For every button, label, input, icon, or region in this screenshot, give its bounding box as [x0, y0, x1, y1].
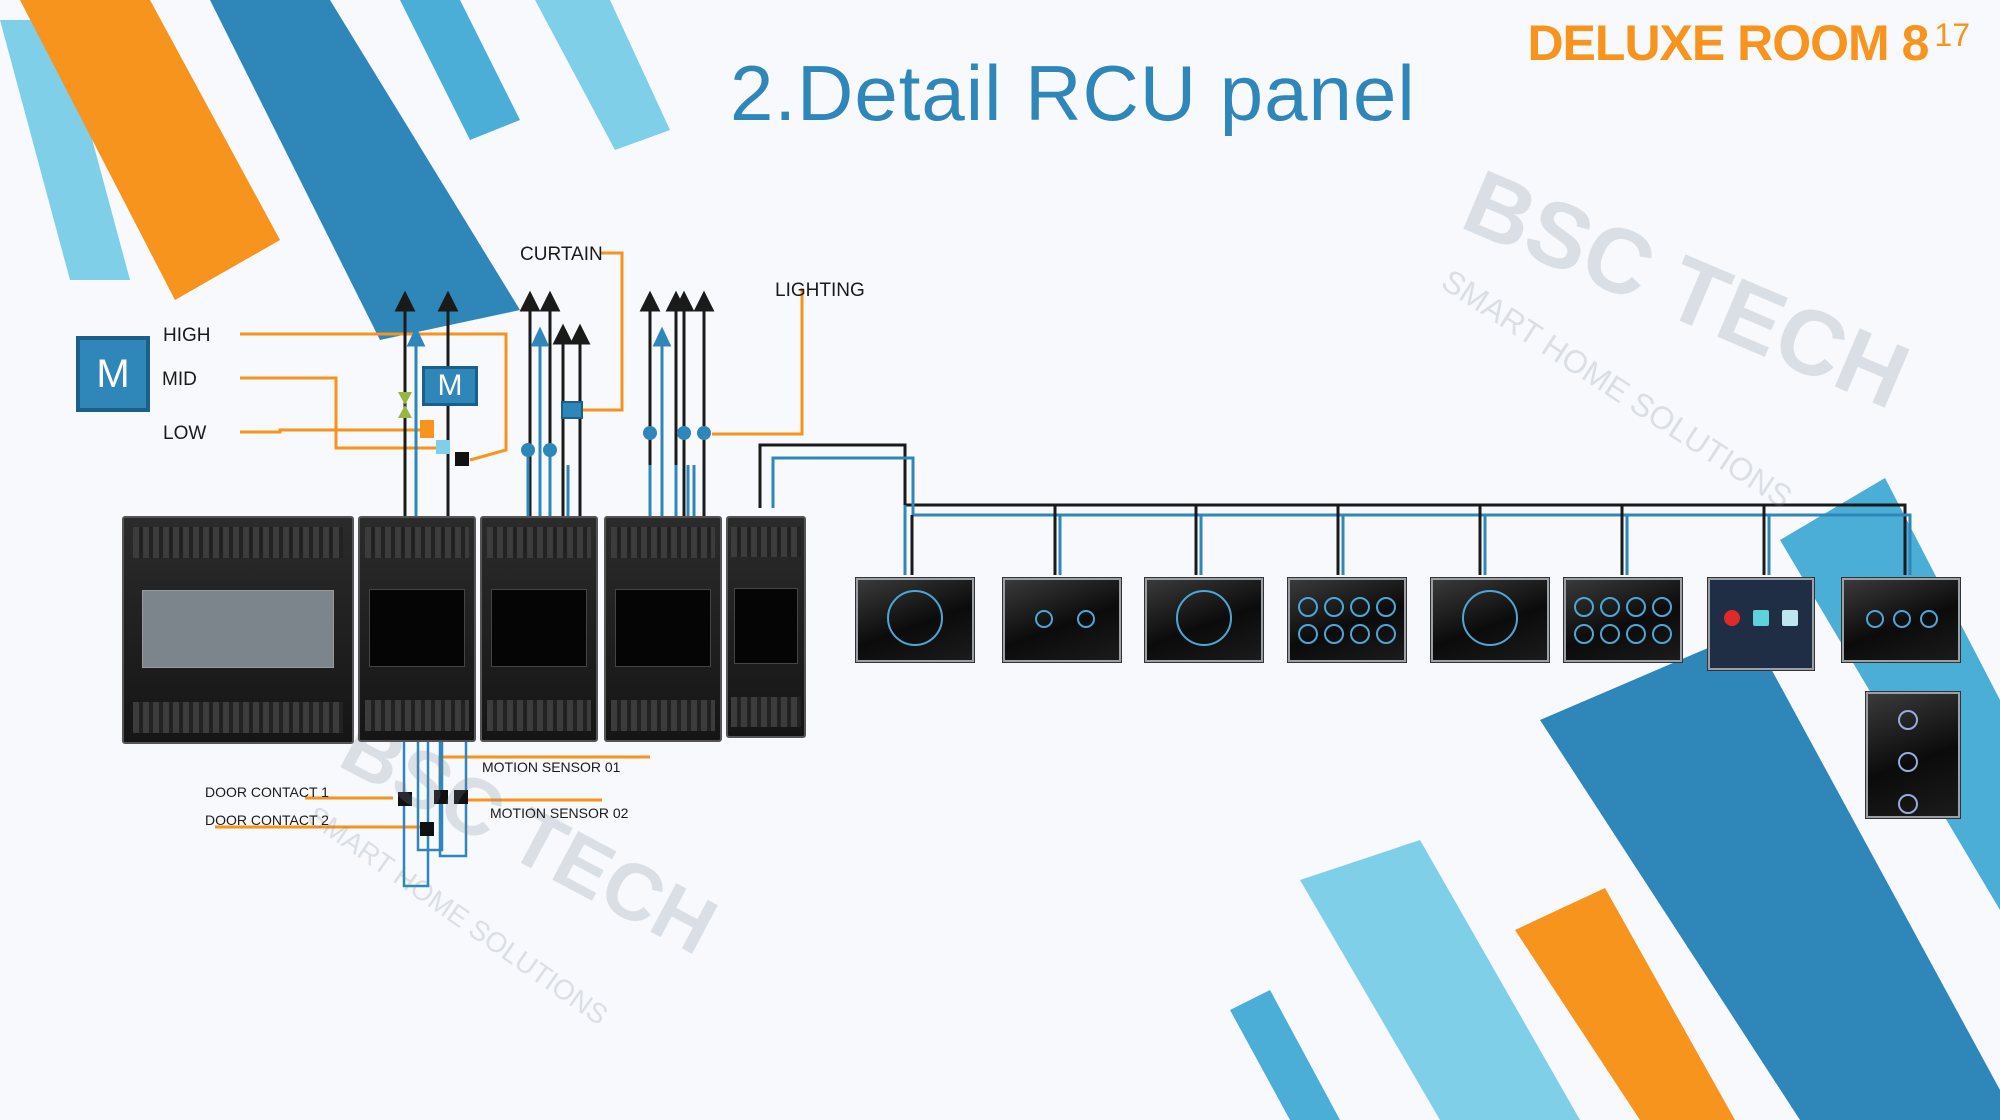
dnd-mur-bell-icons — [1724, 610, 1798, 626]
curtain-label: CURTAIN — [520, 244, 603, 265]
io-module-3-terminals-bottom — [610, 700, 716, 732]
rcu-io-module-3 — [604, 516, 722, 742]
eight-button-icon — [1574, 596, 1672, 644]
wall-panel-thermostat-3 — [1431, 578, 1549, 662]
lighting-label: LIGHTING — [775, 280, 865, 301]
rcu-main-terminals-bottom — [133, 701, 343, 734]
stripe-blue-br — [1540, 630, 2000, 1120]
bus-module-face — [734, 587, 798, 664]
wall-panel-doorbell-outdoor — [1708, 578, 1814, 670]
fan-speed-high-label: HIGH — [163, 325, 211, 346]
door-contact-1-label: DOOR CONTACT 1 — [205, 784, 329, 800]
wall-panel-8-button-2 — [1564, 578, 1682, 662]
motion-sensor-1-label: MOTION SENSOR 01 — [482, 759, 621, 775]
stripe-light-blue-left — [0, 20, 130, 280]
bus-module-terminals-top — [731, 526, 801, 558]
wall-panel-thermostat-1 — [856, 578, 974, 662]
vertical-button-icons — [1898, 710, 1918, 814]
rcu-main-terminals-top — [133, 526, 343, 559]
rcu-main-module — [122, 516, 354, 744]
fan-speed-mid-label: MID — [162, 369, 197, 390]
stripe-light-blue-br1 — [1230, 990, 1340, 1120]
two-button-icon — [1035, 610, 1095, 628]
stripe-orange-left — [20, 0, 280, 300]
fan-motor-box: M — [76, 336, 150, 412]
io-module-3-face — [615, 589, 711, 667]
wall-panel-8-button-1 — [1288, 578, 1406, 662]
wall-panel-vertical-3-button — [1866, 692, 1960, 818]
io-module-2-terminals-top — [486, 526, 592, 558]
stripe-light-blue-br2 — [1300, 840, 1580, 1120]
io-module-1-terminals-bottom — [364, 700, 470, 732]
bus-module-terminals-bottom — [731, 696, 801, 728]
rcu-main-face — [142, 589, 334, 668]
stripe-orange-br — [1515, 888, 1735, 1120]
valve-motor-box: M — [422, 366, 478, 406]
wall-panel-3-button — [1842, 578, 1960, 662]
stripe-blue-mid — [400, 0, 520, 140]
io-module-2-terminals-bottom — [486, 700, 592, 732]
door-contact-2-label: DOOR CONTACT 2 — [205, 812, 329, 828]
stripe-light-blue-top — [535, 0, 670, 150]
thermostat-dial-icon — [1462, 590, 1518, 646]
page-title: 2.Detail RCU panel — [730, 49, 1416, 137]
io-module-2-face — [491, 589, 587, 667]
thermostat-dial-icon — [887, 590, 943, 646]
page-number: 17 — [1934, 17, 1970, 53]
rcu-bus-module — [726, 516, 806, 738]
motion-sensor-2-label: MOTION SENSOR 02 — [490, 805, 629, 821]
three-button-icon — [1866, 610, 1938, 628]
rcu-io-module-1 — [358, 516, 476, 742]
eight-button-icon — [1298, 596, 1396, 644]
wall-panel-2-button — [1003, 578, 1121, 662]
thermostat-dial-icon — [1176, 590, 1232, 646]
io-module-3-terminals-top — [610, 526, 716, 558]
stripe-blue-left — [210, 0, 520, 340]
io-module-1-face — [369, 589, 465, 667]
room-name: DELUXE ROOM 8 — [1527, 15, 1929, 71]
fan-speed-low-label: LOW — [163, 423, 207, 444]
wall-panel-thermostat-2 — [1145, 578, 1263, 662]
rcu-io-module-2 — [480, 516, 598, 742]
io-module-1-terminals-top — [364, 526, 470, 558]
